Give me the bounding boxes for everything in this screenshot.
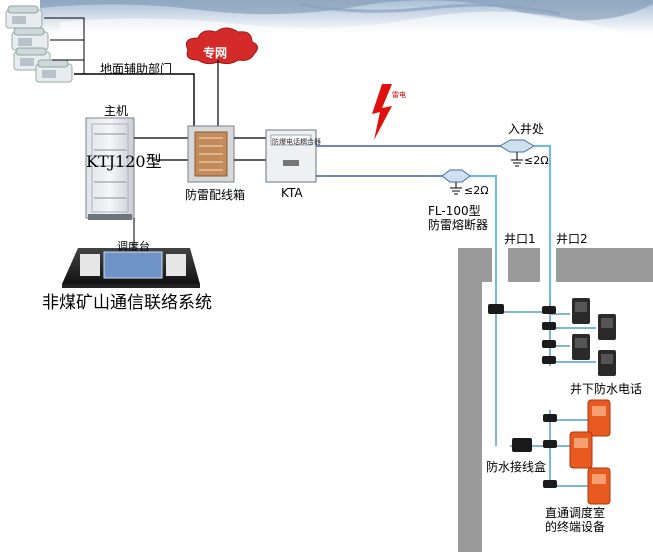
lightning-distribution-box <box>187 125 235 183</box>
fuse-name-label: 防雷熔断器 <box>428 218 489 232</box>
shaft-walls <box>458 248 653 552</box>
shaft1-label: 井口1 <box>504 232 536 246</box>
waterproof-phone-icon <box>598 350 616 376</box>
orange-terminal-icon <box>569 431 593 469</box>
waterproof-phone-icon <box>572 298 590 324</box>
waterproof-phones <box>572 298 616 376</box>
lightning-sign-label: 雷电 <box>392 91 406 99</box>
junction-connectors <box>488 304 557 488</box>
desk-phone-icon <box>5 5 43 29</box>
dispatch-console <box>62 248 200 288</box>
desk-phone-icon <box>35 59 73 83</box>
special-net-cloud <box>185 27 258 132</box>
system-title: 非煤矿山通信联络系统 <box>42 293 212 313</box>
ground-phones <box>5 5 195 132</box>
host-cabinet <box>85 117 135 220</box>
desk-phone-icon <box>13 47 51 71</box>
lightning-bolt-icon <box>372 84 392 140</box>
underground-phone-label: 井下防水电话 <box>570 382 643 396</box>
shaft-entry-label: 入井处 <box>508 122 545 136</box>
special-net-label: 专网 <box>203 46 228 60</box>
shaft2-label: 井口2 <box>556 232 588 246</box>
kta-coupler-box <box>265 129 317 183</box>
terminal-label-line1: 直通调度室 <box>545 506 606 520</box>
waterproof-phone-icon <box>572 334 590 360</box>
desk-phone-icon <box>11 27 49 51</box>
orange-terminal-icon <box>587 399 611 437</box>
lightning-fuse <box>441 169 471 195</box>
terminal-label-line2: 的终端设备 <box>545 520 606 534</box>
waterproof-phone-icon <box>598 314 616 340</box>
sky-banner <box>40 0 653 37</box>
kta-panel-label: 防爆电话耦合器 <box>272 138 321 146</box>
orange-terminal-icon <box>587 467 611 505</box>
ground-dept-label: 地面辅助部门 <box>100 62 173 76</box>
shaft-entry-resistance: ≤2Ω <box>524 154 549 167</box>
junction-box-label: 防水接线盒 <box>486 460 547 474</box>
fuse-resistance: ≤2Ω <box>464 184 489 197</box>
dispatch-terminals <box>569 399 611 505</box>
lightning-box-label: 防雷配线箱 <box>185 188 246 202</box>
kta-label: KTA <box>281 186 303 200</box>
fuse-model-label: FL-100型 <box>428 204 481 218</box>
host-model-label: KTJ120型 <box>86 152 162 171</box>
host-label: 主机 <box>104 104 129 118</box>
dispatch-console-label: 调度台 <box>117 240 150 253</box>
